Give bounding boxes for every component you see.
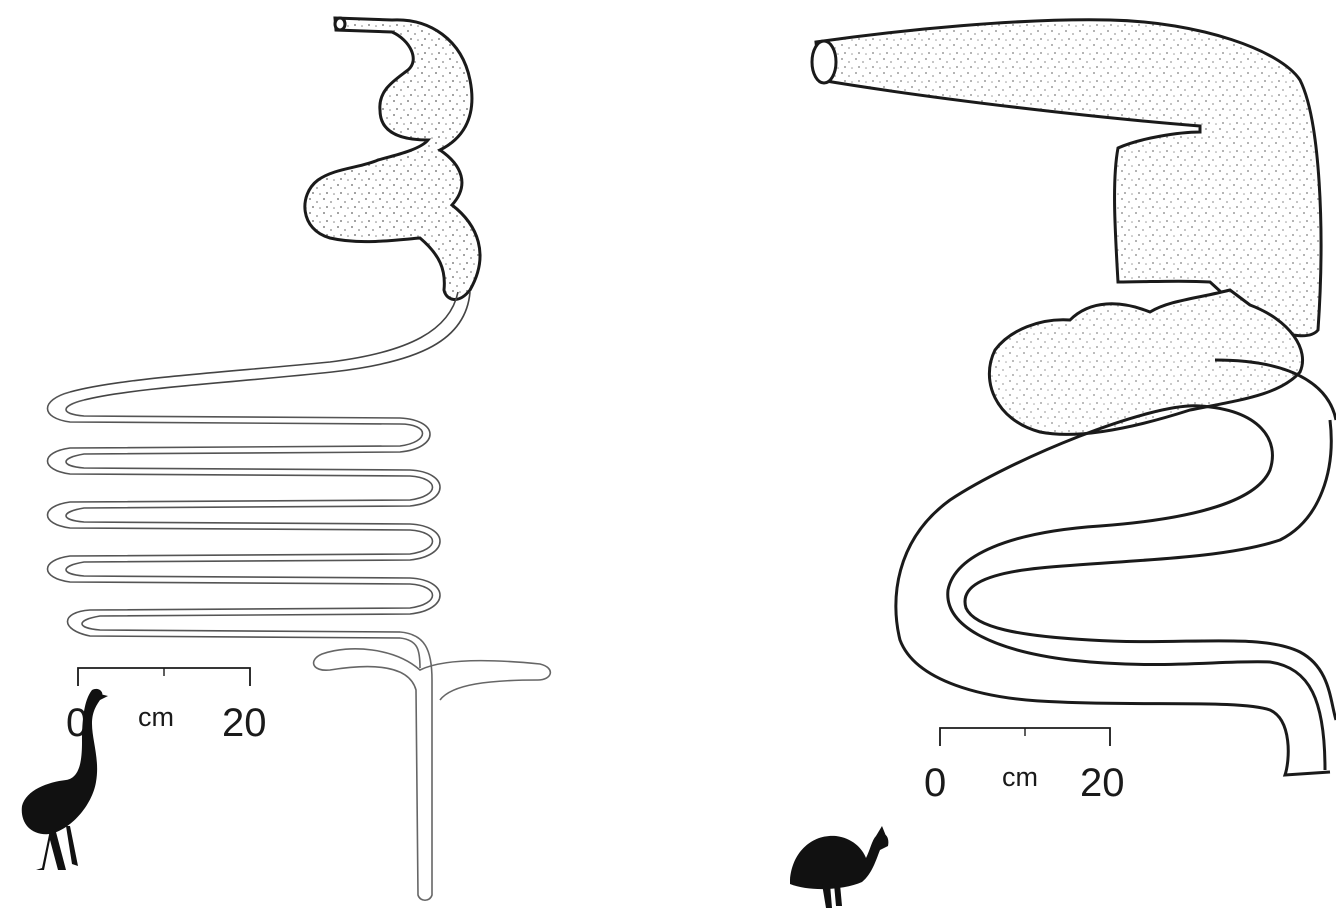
left-scale-bar: 0 cm 20: [66, 668, 267, 745]
left-stomach: [305, 18, 480, 299]
emu-silhouette-icon: [22, 689, 108, 870]
right-scale-unit: cm: [1002, 762, 1038, 792]
right-scale-bar: 0 cm 20: [924, 728, 1125, 805]
left-intestine-coils: [48, 392, 441, 638]
right-stomach: [812, 20, 1321, 336]
right-scale-start: 0: [924, 761, 946, 805]
left-panel: 0 cm 20: [22, 18, 551, 900]
left-duodenum: [70, 292, 458, 392]
left-scale-end: 20: [222, 701, 267, 745]
right-panel: 0 cm 20: [790, 20, 1336, 908]
left-caeca-and-rectum: [314, 632, 551, 900]
right-intestine: [896, 360, 1336, 775]
left-scale-unit: cm: [138, 702, 174, 732]
cassowary-silhouette-icon: [790, 826, 888, 908]
right-scale-end: 20: [1080, 761, 1125, 805]
